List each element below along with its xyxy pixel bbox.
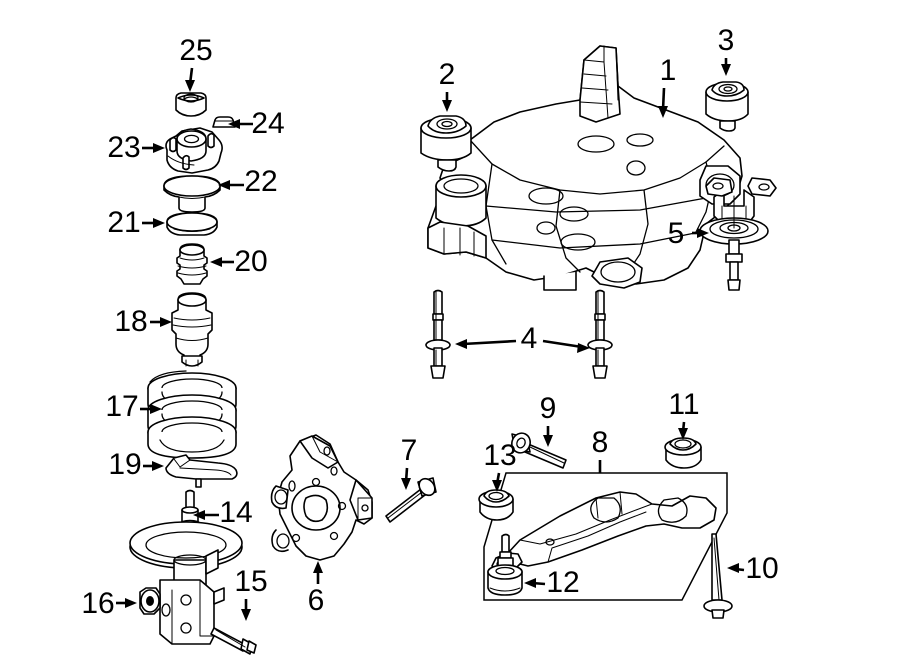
callout-label-23: 23 <box>107 131 140 164</box>
part-front-suspension-crossmember <box>427 45 743 291</box>
part-upper-spring-seat <box>163 175 221 213</box>
callout-label-22: 22 <box>244 165 277 198</box>
callout-label-12: 12 <box>546 566 579 599</box>
part-spring-seat-lower <box>165 454 238 488</box>
part-strut-assembly <box>129 489 243 645</box>
callout-label-11: 11 <box>668 388 699 421</box>
callout-label-19: 19 <box>108 448 141 481</box>
part-control-arm-nut-front <box>478 489 514 521</box>
part-strut-mount <box>165 127 223 174</box>
callout-label-16: 16 <box>81 587 114 620</box>
part-control-arm-nut-rear <box>664 437 702 469</box>
callout-label-21: 21 <box>107 206 140 239</box>
callout-label-7: 7 <box>401 434 418 467</box>
part-ball-joint <box>487 533 523 596</box>
part-strut-nut <box>139 587 161 615</box>
part-crossmember-bushing-right <box>705 81 749 132</box>
callout-label-9: 9 <box>540 392 557 425</box>
callout-numbers: 25 24 23 22 21 20 18 17 19 14 15 16 6 7 … <box>81 24 778 620</box>
callout-leaders <box>116 58 745 621</box>
part-crossmember-rear-mount <box>699 177 777 291</box>
callout-label-18: 18 <box>114 305 147 338</box>
callout-label-6: 6 <box>308 584 325 617</box>
part-coil-spring <box>147 370 237 459</box>
callout-label-15: 15 <box>234 565 267 598</box>
part-crossmember-mounting-bolts <box>425 289 613 379</box>
callout-label-3: 3 <box>718 24 735 57</box>
control-arm-callout-box <box>483 472 728 601</box>
part-spring-isolator <box>166 212 218 236</box>
part-strut-rod-nut <box>175 92 207 117</box>
part-steering-knuckle <box>270 434 373 561</box>
part-strut-to-knuckle-bolt <box>210 627 257 655</box>
callout-label-14: 14 <box>219 496 252 529</box>
callout-label-25: 25 <box>179 34 212 67</box>
callout-label-1: 1 <box>660 54 677 87</box>
part-jounce-bumper <box>171 292 213 367</box>
part-crossmember-bushing-left <box>420 115 472 172</box>
callout-label-10: 10 <box>745 552 778 585</box>
callout-label-8: 8 <box>592 426 609 459</box>
part-strut-mount-washer <box>212 116 236 128</box>
part-knuckle-pinch-bolt <box>385 477 437 523</box>
callout-label-4: 4 <box>521 322 538 355</box>
part-control-arm-front-bolt <box>511 432 567 469</box>
callout-label-17: 17 <box>105 390 138 423</box>
part-lower-control-arm <box>491 491 717 573</box>
callout-label-5: 5 <box>668 217 685 250</box>
part-dust-shield-cap <box>176 243 208 285</box>
callout-label-20: 20 <box>234 245 267 278</box>
callout-label-2: 2 <box>439 58 456 91</box>
callout-label-24: 24 <box>251 107 284 140</box>
part-control-arm-rear-bolt <box>703 533 733 619</box>
callout-label-13: 13 <box>483 439 516 472</box>
